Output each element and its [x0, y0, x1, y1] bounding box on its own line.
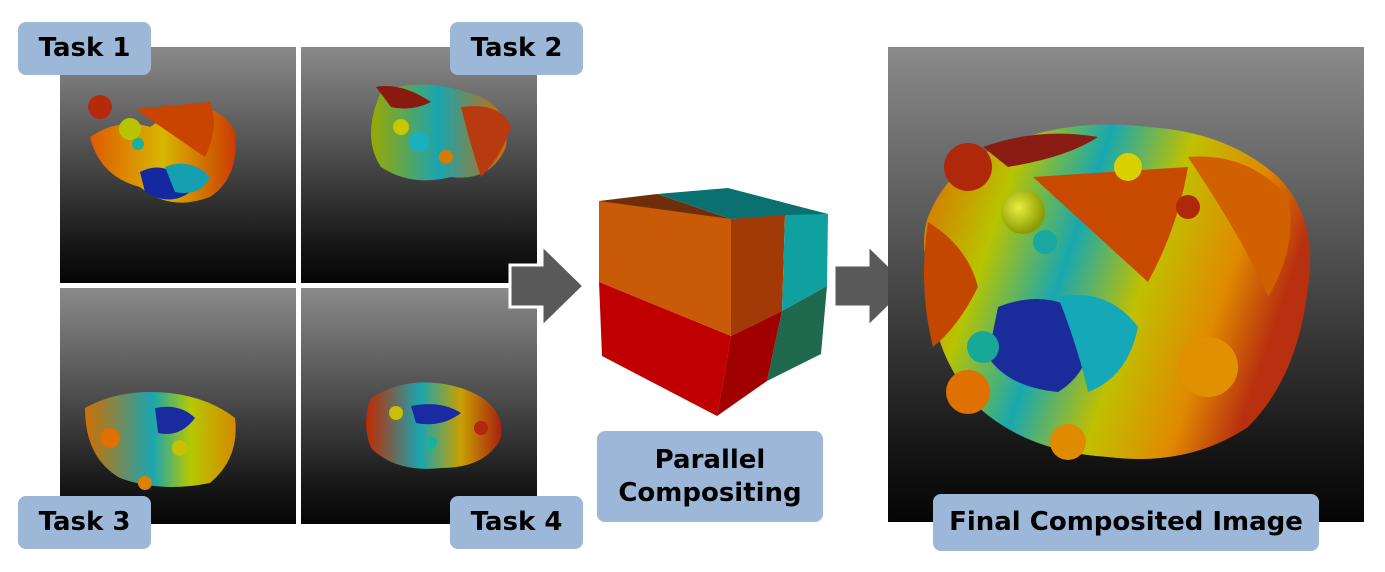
cube-side-red: [717, 311, 782, 416]
task-2-isosurface-image: [371, 84, 511, 181]
task-3-render: [60, 288, 296, 524]
task-3-label: Task 3: [18, 496, 151, 549]
task-2-label: Task 2: [450, 22, 583, 75]
cube-top-teal: [657, 188, 828, 219]
task-1-label: Task 1: [18, 22, 151, 75]
compositing-label: Parallel Compositing: [597, 431, 823, 522]
task-4-render: [301, 288, 537, 524]
cube-side-teal: [782, 214, 828, 311]
task-1-isosurface-image: [88, 95, 236, 203]
final-composited-render: [888, 47, 1364, 522]
task-1-render: [60, 47, 296, 283]
cube-front-red: [599, 282, 731, 416]
final-isosurface-image: [924, 124, 1310, 460]
task-4-label: Task 4: [450, 496, 583, 549]
cube-side-green: [767, 286, 827, 381]
cube-front-orange: [599, 201, 731, 336]
right-arrow-icon: [508, 243, 586, 329]
final-image-label: Final Composited Image: [933, 494, 1319, 551]
task-3-isosurface-image: [85, 392, 236, 490]
task-4-isosurface-image: [366, 382, 502, 469]
task-2-render: [301, 47, 537, 283]
compositing-cube: [599, 188, 828, 416]
cube-side-orange: [731, 215, 785, 336]
